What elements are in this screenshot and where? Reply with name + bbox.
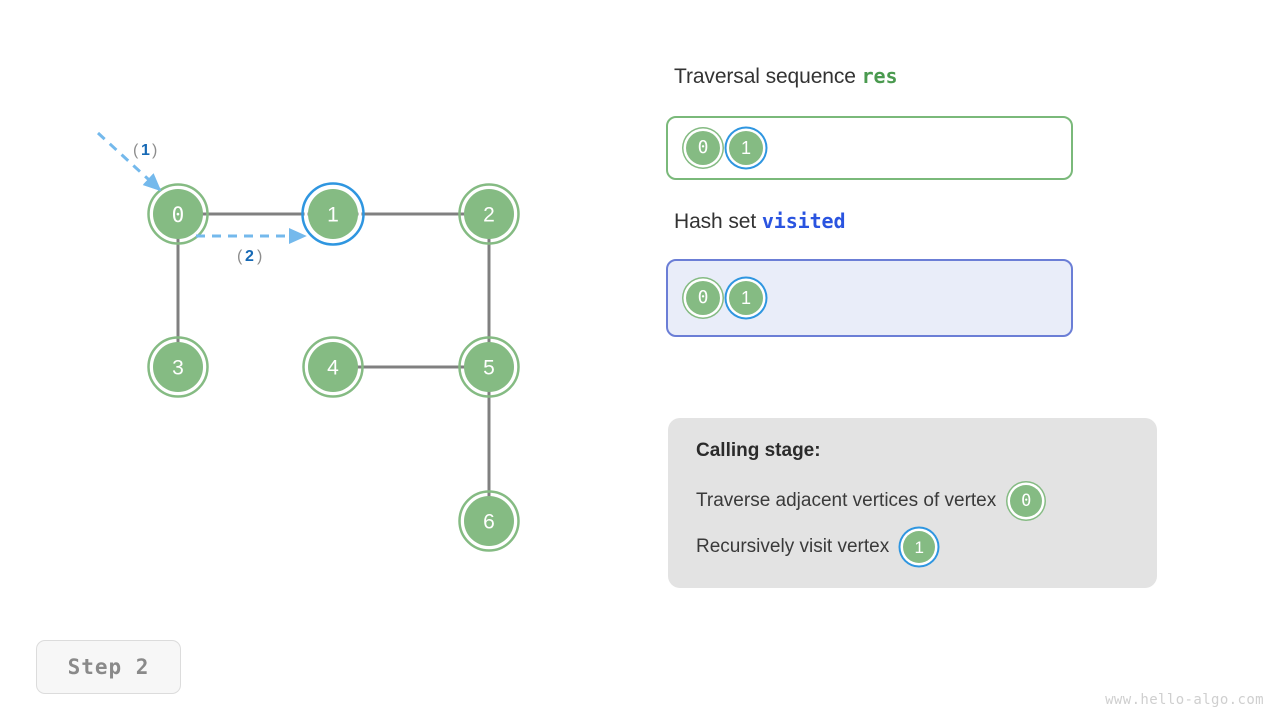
res-heading: Traversal sequence res [674,64,898,89]
graph-node-1[interactable]: 1 [301,182,365,246]
watermark: www.hello-algo.com [1105,692,1264,708]
arrow-label-1-open: ( [133,142,139,159]
graph-node-0-label: 0 [172,203,185,227]
arrow-label-2-open: ( [237,248,243,265]
graph-node-6[interactable]: 6 [458,490,520,552]
calling-stage-row-1: Recursively visit vertex 1 [696,530,1157,564]
calling-stage-row-0-chip: 0 [1010,485,1043,517]
graph-node-1-label: 1 [327,204,339,227]
calling-stage-box: Calling stage: Traverse adjacent vertice… [668,418,1157,588]
arrow-label-1-close: ) [152,142,157,159]
right-panel: Traversal sequence res 0 1 Hash set visi… [666,0,1280,720]
calling-stage-title: Calling stage: [696,440,821,461]
graph-node-3[interactable]: 3 [147,336,209,398]
arrow-label-2: ( 2 ) [237,248,262,265]
arrow-entry-to-0 [96,131,162,192]
graph-nodes: 0 1 2 3 [147,182,520,552]
res-value-box: 0 1 [666,116,1073,180]
visited-value-box: 0 1 [666,259,1073,337]
res-chip-1: 1 [729,131,763,165]
arrow-label-1: ( 1 ) [133,142,157,159]
visited-heading-code: visited [761,209,846,233]
graph-node-4[interactable]: 4 [302,336,364,398]
arrow-label-1-num: 1 [141,142,150,159]
res-heading-code: res [861,64,898,88]
arrow-label-2-num: 2 [245,248,254,265]
visited-heading: Hash set visited [674,209,846,234]
graph-node-6-label: 6 [483,511,495,534]
arrow-label-2-close: ) [257,248,262,265]
graph-node-5[interactable]: 5 [458,336,520,398]
res-chip-0: 0 [686,131,720,165]
res-heading-prefix: Traversal sequence [674,65,862,88]
visited-chip-1: 1 [729,281,763,315]
visited-chip-0: 0 [686,281,720,315]
graph-node-2-label: 2 [483,204,495,227]
calling-stage-row-1-chip: 1 [903,531,936,563]
graph-node-4-label: 4 [327,357,339,380]
visited-heading-prefix: Hash set [674,210,762,233]
graph-node-2[interactable]: 2 [458,183,520,245]
calling-stage-row-0: Traverse adjacent vertices of vertex 0 [696,484,1157,518]
graph-panel: 0 1 2 3 [96,131,520,552]
graph-node-0[interactable]: 0 [147,183,209,245]
calling-stage-row-0-text: Traverse adjacent vertices of vertex [696,490,997,511]
step-badge: Step 2 [36,640,181,694]
graph-diagram: 0 1 2 3 [96,131,520,552]
calling-stage-row-1-text: Recursively visit vertex [696,536,890,557]
graph-node-3-label: 3 [172,357,184,380]
traversal-arrows [96,131,307,245]
graph-node-5-label: 5 [483,357,495,380]
